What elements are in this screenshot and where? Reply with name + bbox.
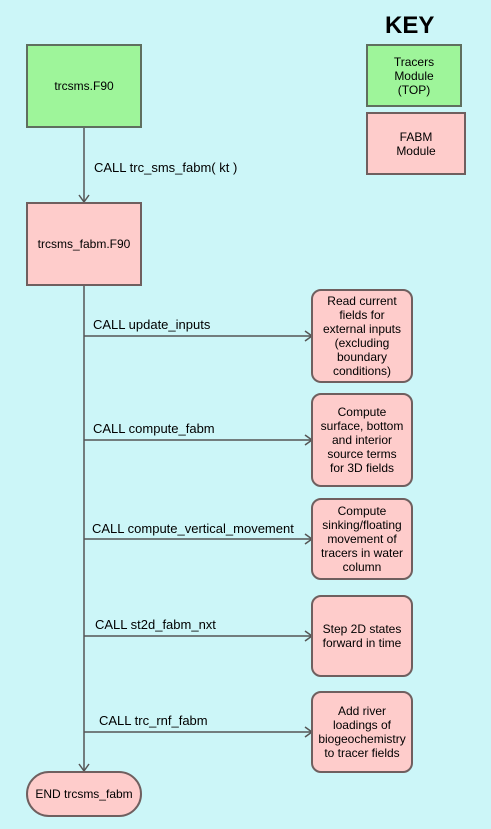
call-label-trc-rnf-fabm: CALL trc_rnf_fabm (99, 713, 208, 728)
key-fabm-module: FABM Module (366, 112, 466, 175)
action-compute-source-terms: Compute surface, bottom and interior sou… (311, 393, 413, 487)
call-label-st2d-fabm-nxt: CALL st2d_fabm_nxt (95, 617, 216, 632)
node-trcsms: trcsms.F90 (26, 44, 142, 128)
node-end-trcsms-fabm: END trcsms_fabm (26, 771, 142, 817)
action-add-river-loadings: Add river loadings of biogeochemistry to… (311, 691, 413, 773)
call-label-compute-vertical-movement: CALL compute_vertical_movement (92, 521, 294, 536)
key-title: KEY (385, 12, 435, 39)
call-label-trc-sms-fabm: CALL trc_sms_fabm( kt ) (94, 160, 238, 175)
node-trcsms-fabm: trcsms_fabm.F90 (26, 202, 142, 286)
call-label-update-inputs: CALL update_inputs (93, 317, 211, 332)
action-step-2d-states: Step 2D states forward in time (311, 595, 413, 677)
call-label-compute-fabm: CALL compute_fabm (93, 421, 215, 436)
action-read-inputs: Read current fields for external inputs … (311, 289, 413, 383)
key-tracers-module: Tracers Module (TOP) (366, 44, 462, 107)
action-compute-vertical-movement: Compute sinking/floating movement of tra… (311, 498, 413, 580)
